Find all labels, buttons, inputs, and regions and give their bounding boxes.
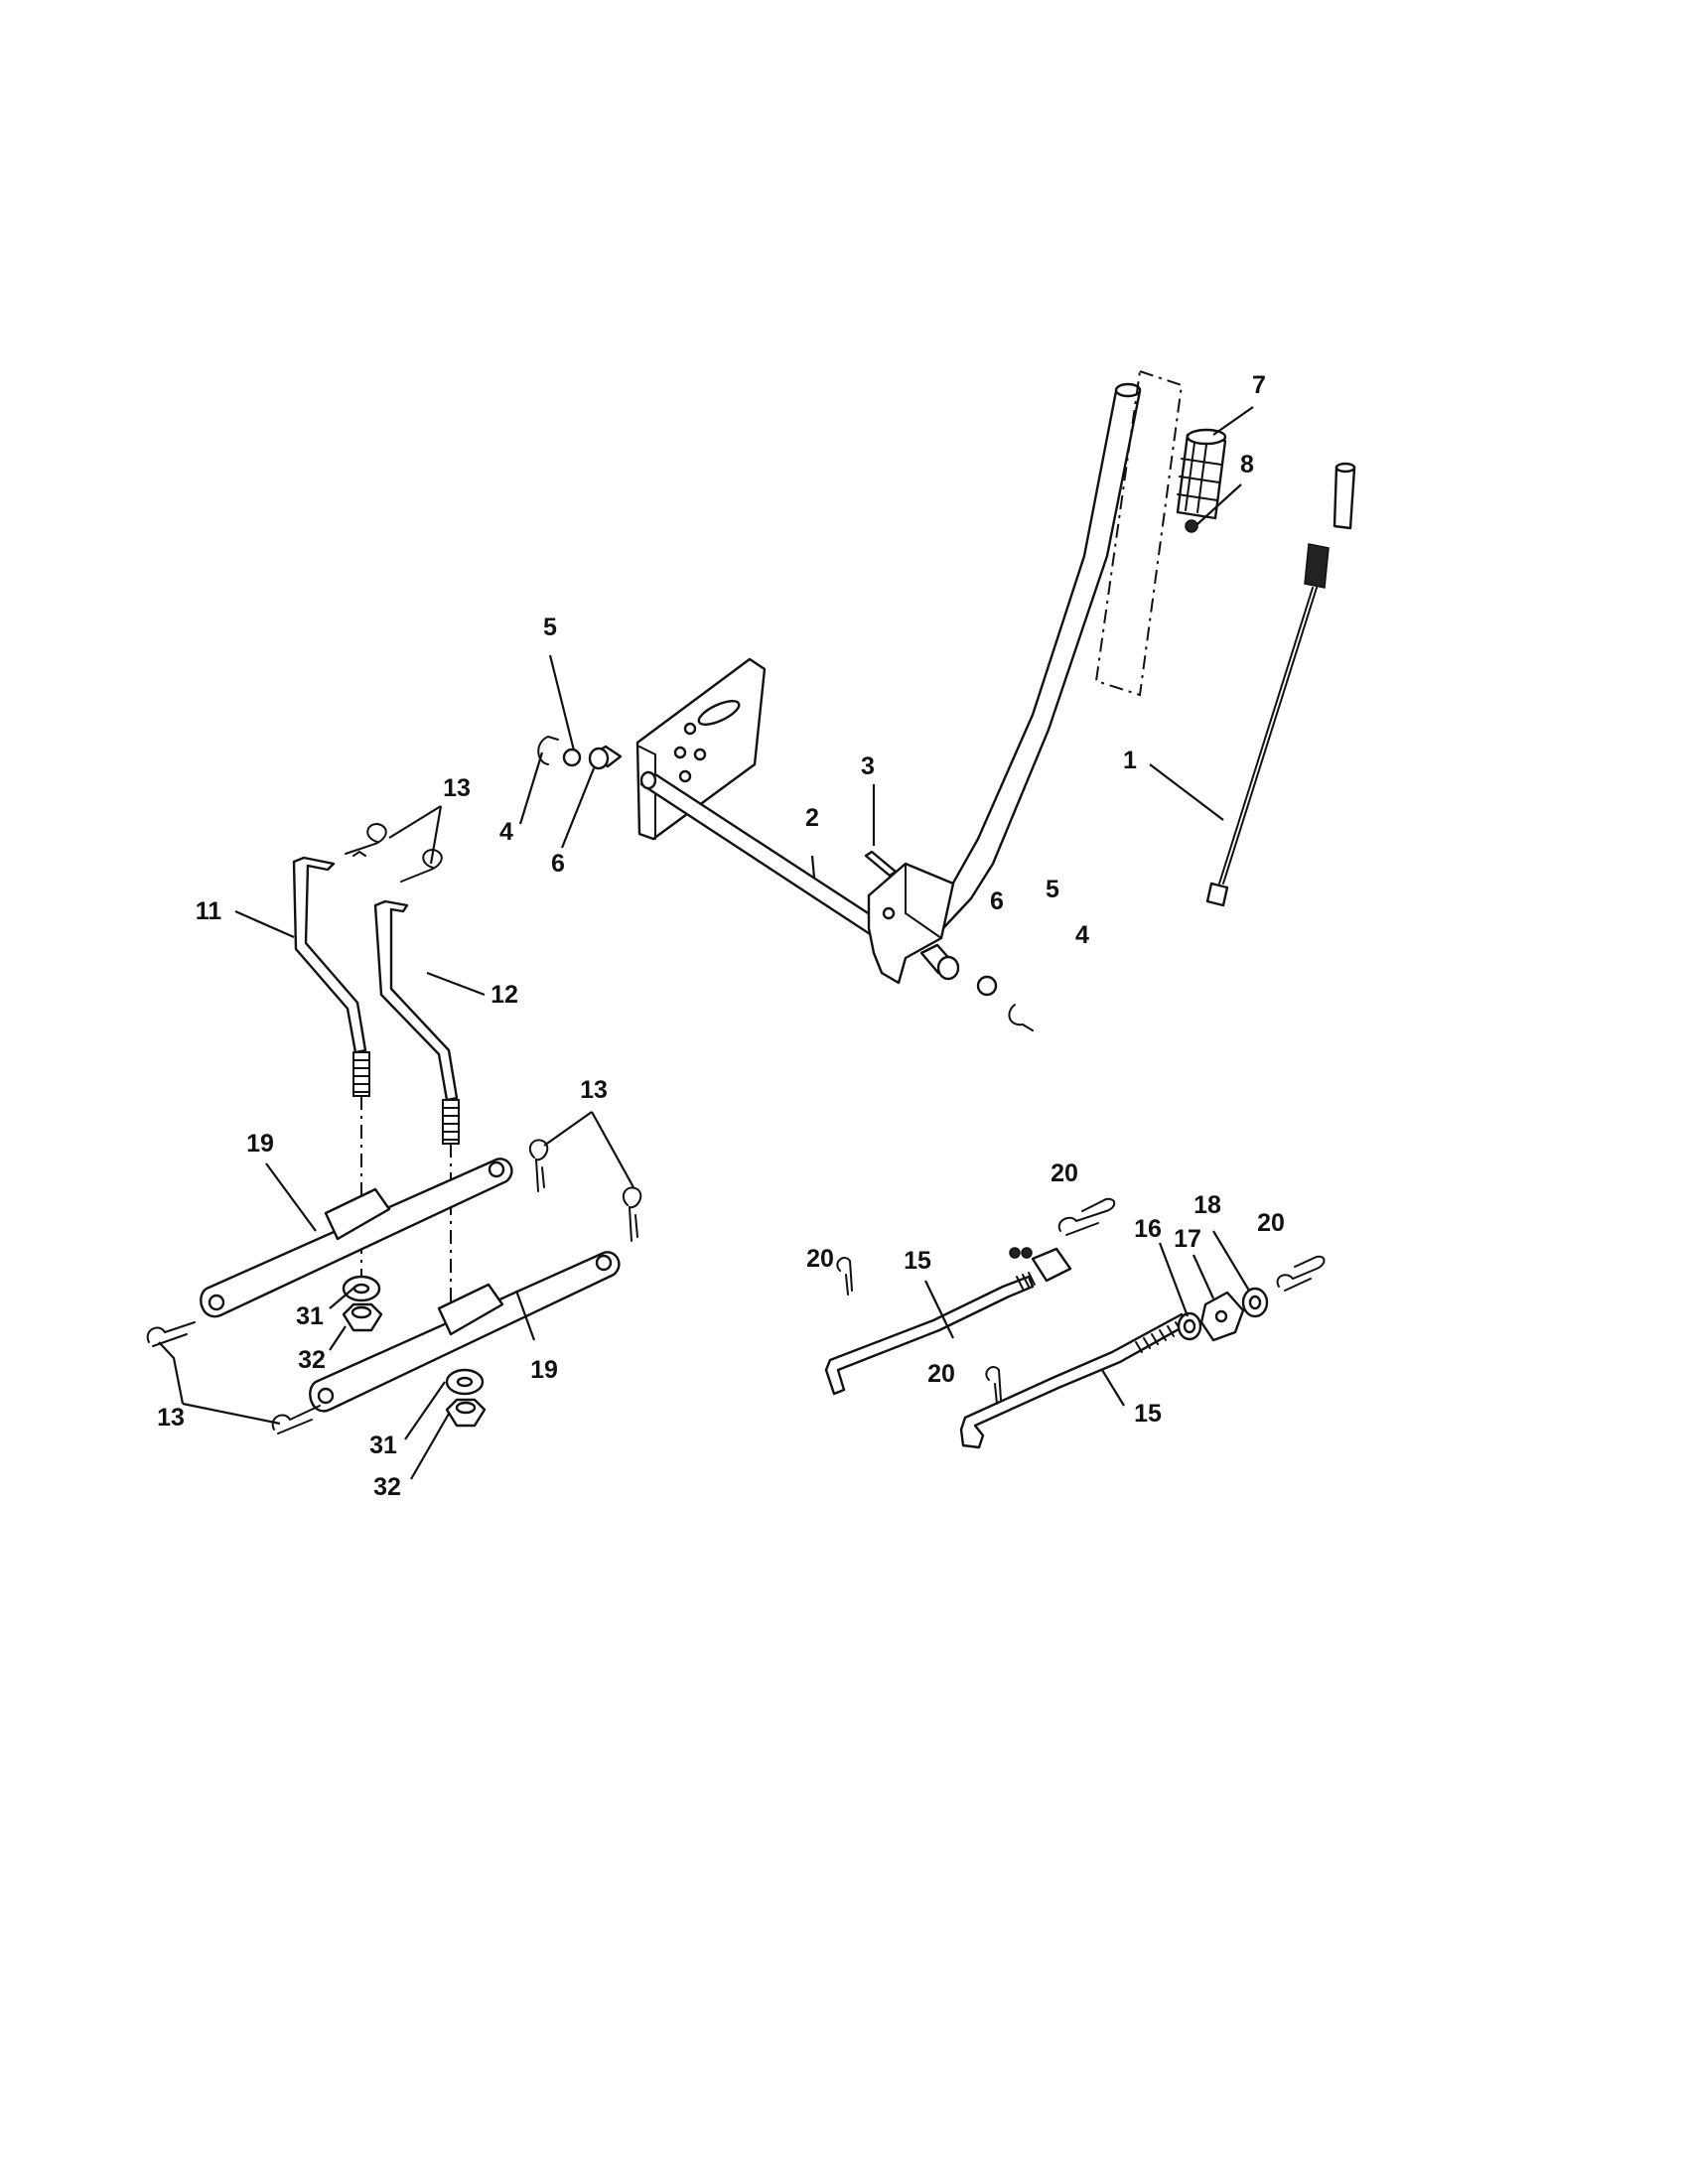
leader-lines	[158, 406, 1254, 1480]
callout-labels: 1 2 3 4 4 5 5 6 6 7 8 11 12 13 13 13 15 …	[157, 371, 1285, 1501]
cable	[1205, 462, 1356, 907]
hair-pin-13-f	[271, 1405, 321, 1434]
callout-6-right: 6	[990, 887, 1004, 915]
lift-link-upper	[200, 1158, 513, 1318]
callout-12: 12	[491, 981, 518, 1009]
lift-rod-11	[292, 856, 370, 1097]
trunnion-17	[1199, 1291, 1245, 1342]
callout-19-lower: 19	[530, 1356, 558, 1384]
callout-31-lower: 31	[369, 1432, 397, 1459]
callout-4-left: 4	[499, 818, 513, 846]
retaining-ring-right	[1008, 1004, 1034, 1031]
callout-13-bottom: 13	[157, 1404, 185, 1432]
hair-pin-13-b	[400, 848, 443, 883]
callout-5-left: 5	[543, 614, 557, 641]
grip	[1176, 428, 1227, 520]
callout-4-right: 4	[1075, 921, 1089, 949]
callout-7: 7	[1252, 371, 1266, 399]
bushing-right	[919, 943, 960, 981]
roll-pin	[864, 850, 898, 878]
callout-19-upper: 19	[246, 1130, 274, 1158]
hair-pin-20-d	[985, 1366, 1002, 1405]
callout-20-upper: 20	[1051, 1160, 1078, 1187]
callout-20-lower: 20	[927, 1360, 955, 1388]
hair-pin-13-d	[622, 1186, 642, 1242]
hair-pin-20-b	[1276, 1255, 1326, 1292]
deck-rod-lower	[959, 1312, 1190, 1449]
callout-15-upper: 15	[904, 1247, 931, 1275]
callout-11: 11	[196, 897, 222, 925]
deck-rod-upper	[824, 1272, 1036, 1396]
callout-32-lower: 32	[373, 1473, 401, 1501]
callout-20-left: 20	[806, 1245, 834, 1273]
washer-31-b	[445, 1368, 485, 1396]
callout-20-right: 20	[1257, 1209, 1285, 1237]
callout-6-left: 6	[551, 850, 565, 878]
callout-13-top: 13	[443, 774, 471, 802]
handle-centerline-box	[1094, 369, 1184, 697]
callout-18: 18	[1193, 1191, 1221, 1219]
handle-bracket	[867, 862, 955, 985]
hair-pin-13-e	[146, 1321, 196, 1347]
callout-5-right: 5	[1046, 876, 1059, 903]
hair-pin-13-c	[528, 1139, 549, 1192]
callout-3: 3	[861, 752, 875, 780]
hair-pin-13-a	[345, 822, 387, 857]
callout-31-upper: 31	[296, 1302, 324, 1330]
nut-18	[1241, 1287, 1269, 1318]
lift-handle	[926, 382, 1142, 930]
hair-pin-20-a	[1057, 1197, 1116, 1236]
callout-16: 16	[1134, 1215, 1162, 1243]
callout-15-lower: 15	[1134, 1400, 1162, 1428]
lift-link-lower	[309, 1251, 621, 1413]
washer-right	[976, 975, 998, 997]
callout-32-upper: 32	[298, 1346, 326, 1374]
lift-rod-12	[373, 899, 460, 1145]
washer-left	[562, 748, 582, 767]
handle-fastener	[1185, 519, 1198, 533]
callout-13-right: 13	[580, 1076, 608, 1104]
callout-1: 1	[1123, 747, 1137, 774]
nut-32-b	[445, 1398, 487, 1428]
hair-pin-20-c	[836, 1257, 853, 1296]
washer-31-a	[342, 1275, 381, 1302]
retaining-ring-left	[537, 736, 559, 765]
callout-8: 8	[1240, 451, 1254, 478]
shaft	[639, 770, 901, 945]
trunnion-upper	[1009, 1247, 1072, 1283]
callout-17: 17	[1174, 1225, 1201, 1253]
bushing-left	[588, 745, 623, 770]
washer-16	[1177, 1311, 1202, 1341]
nut-32-a	[342, 1302, 383, 1332]
callout-2: 2	[805, 804, 819, 832]
